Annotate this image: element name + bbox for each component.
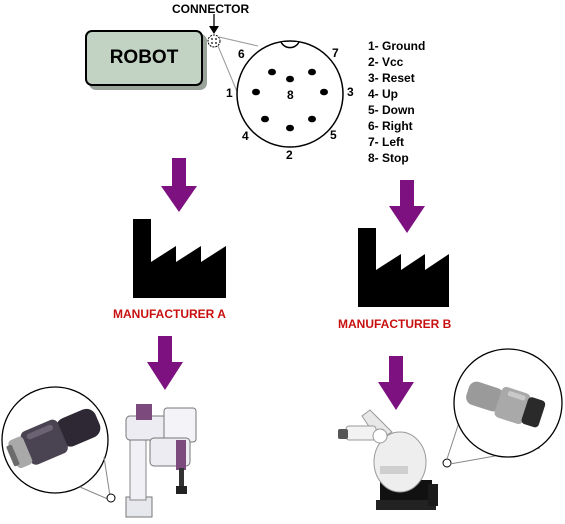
pin-legend-item: 1- Ground — [368, 39, 426, 53]
connector-label: CONNECTOR — [172, 2, 250, 16]
connector-pins — [252, 68, 328, 132]
pin-legend-item: 3- Reset — [368, 71, 415, 85]
pin-number-8: 8 — [287, 88, 294, 102]
factory-a-icon — [133, 219, 226, 298]
plug-b-magnifier — [446, 348, 563, 465]
robot-connector-port-pins — [211, 38, 217, 44]
pin-number-6: 6 — [238, 47, 245, 61]
pin-number-7: 7 — [332, 46, 339, 60]
manufacturer-a-label: MANUFACTURER A — [113, 307, 226, 321]
arrow-robot-to-manufacturer-a — [161, 158, 197, 212]
pin-number-1: 1 — [226, 86, 233, 100]
robot-box: ROBOT — [85, 30, 203, 86]
arm-a-connector-port — [106, 493, 116, 503]
pin-number-3: 3 — [347, 85, 354, 99]
pin-legend-item: 6- Right — [368, 119, 413, 133]
pin-legend-item: 8- Stop — [368, 151, 409, 165]
robot-label: ROBOT — [109, 47, 179, 68]
pin-legend-item: 5- Down — [368, 103, 415, 117]
connector-pointer-arrowhead — [209, 26, 219, 34]
pin-legend: 1- Ground 2- Vcc 3- Reset 4- Up 5- Down … — [368, 38, 425, 166]
pin-legend-item: 7- Left — [368, 135, 404, 149]
robot-arm-a — [125, 404, 197, 518]
arrow-manufacturer-b-to-arm — [378, 356, 414, 410]
pin-number-5: 5 — [330, 128, 337, 142]
pin-number-2: 2 — [286, 148, 293, 162]
arrow-robot-to-manufacturer-b — [389, 180, 425, 233]
pin-number-4: 4 — [242, 129, 249, 143]
zoom-line-top — [218, 36, 259, 47]
arrow-manufacturer-a-to-arm — [147, 336, 183, 390]
factory-b-icon — [358, 228, 449, 307]
pin-legend-item: 4- Up — [368, 87, 398, 101]
robot-connector-port — [207, 34, 221, 48]
pin-legend-item: 2- Vcc — [368, 55, 404, 69]
connector-key-notch — [280, 41, 300, 49]
manufacturer-b-label: MANUFACTURER B — [338, 317, 452, 331]
plug-a-magnifier — [1, 386, 111, 501]
arm-b-connector-port — [442, 458, 452, 468]
robot-arm-b — [338, 409, 438, 510]
